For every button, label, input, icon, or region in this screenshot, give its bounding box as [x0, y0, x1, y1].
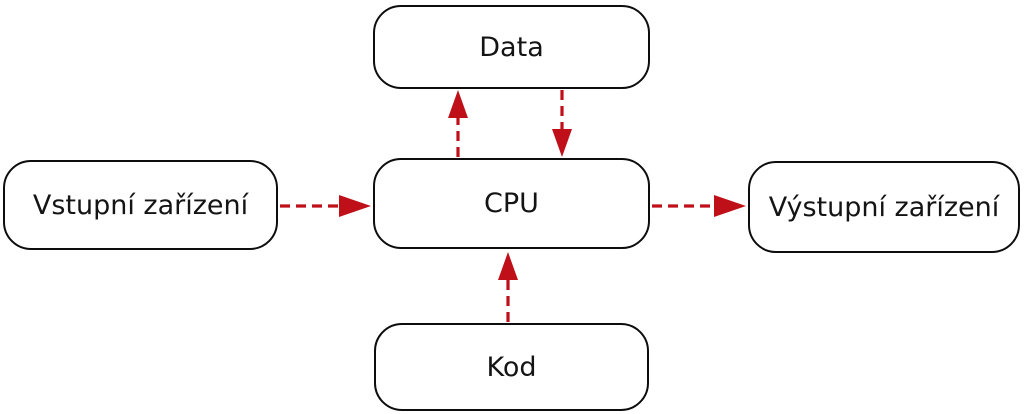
- node-kod-label: Kod: [486, 351, 537, 383]
- node-cpu: CPU: [373, 158, 650, 249]
- edge-kod-to-cpu: [498, 252, 518, 322]
- arrowhead-up-icon: [448, 90, 468, 118]
- arrowhead-right-icon: [339, 195, 371, 217]
- node-input-device: Vstupní zařízení: [3, 160, 278, 250]
- node-input-device-label: Vstupní zařízení: [32, 189, 249, 221]
- arrowhead-right-icon: [714, 195, 746, 217]
- node-cpu-label: CPU: [484, 188, 539, 219]
- node-data: Data: [373, 5, 650, 89]
- node-data-label: Data: [479, 31, 544, 63]
- edge-cpu-to-vystupni: [652, 195, 746, 217]
- node-output-device-label: Výstupní zařízení: [768, 191, 1000, 223]
- edge-vstupni-to-cpu: [280, 195, 371, 217]
- edge-cpu-to-data: [448, 90, 468, 157]
- arrowhead-down-icon: [552, 129, 572, 157]
- node-kod: Kod: [374, 323, 649, 411]
- node-output-device: Výstupní zařízení: [748, 161, 1020, 253]
- edge-data-to-cpu: [552, 90, 572, 157]
- arrowhead-up-icon: [498, 252, 518, 280]
